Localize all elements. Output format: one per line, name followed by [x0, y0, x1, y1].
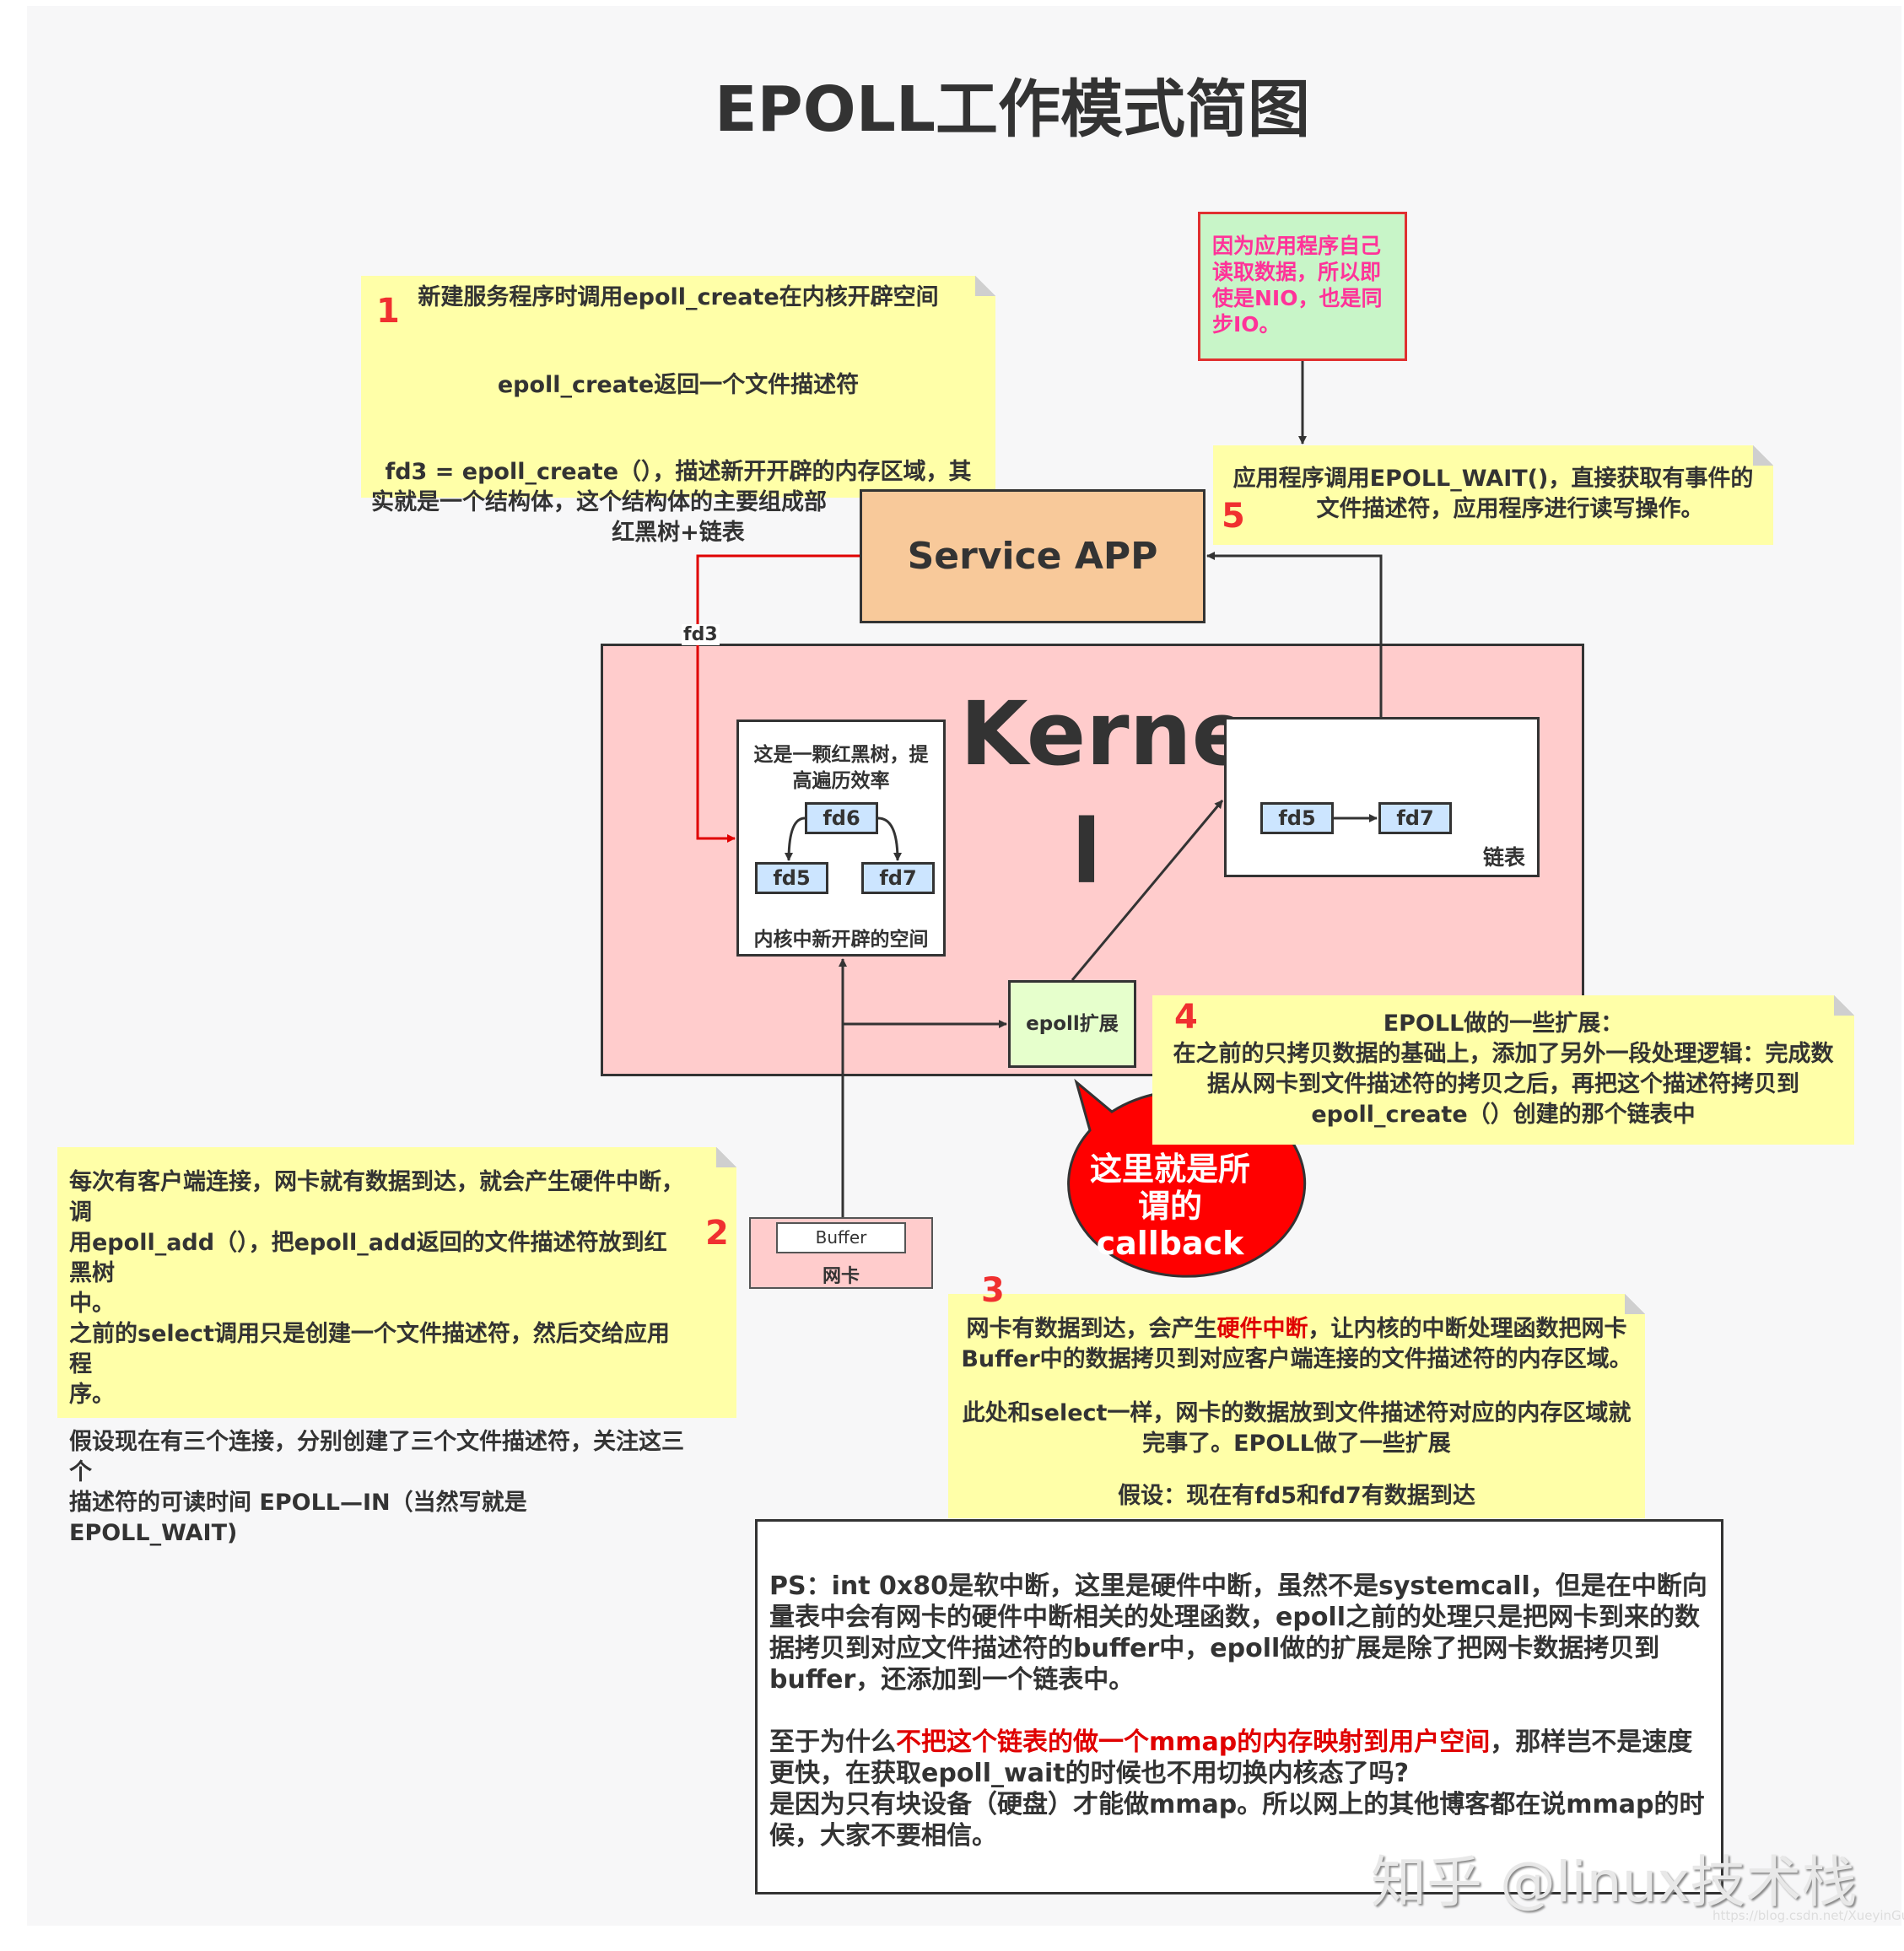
note-text: 实就是一个结构体，这个结构体的主要组成部 [371, 489, 827, 515]
page-title: EPOLL工作模式简图 [715, 73, 1310, 146]
callback-line: 这里就是所 [1089, 1151, 1250, 1188]
note-text: 据从网卡到文件描述符的拷贝之后，再把这个描述符拷贝到 [1207, 1071, 1799, 1097]
note-text: 网卡有数据到达，会产生硬件中断，让内核的中断处理函数把网卡 [948, 1314, 1645, 1345]
note-text: 此处和select一样，网卡的数据放到文件描述符对应的内存区域就 [962, 1400, 1632, 1426]
step-number: 2 [705, 1214, 729, 1253]
nic-box: Buffer 网卡 [749, 1217, 933, 1289]
note-text: 在之前的只拷贝数据的基础上，添加了另外一段处理逻辑：完成数 [1173, 1041, 1834, 1067]
service-app-box[interactable]: Service APP [860, 489, 1206, 623]
tree-node-fd7: fd7 [861, 862, 935, 894]
fd3-label: fd3 [682, 624, 720, 645]
fold-corner-icon [1625, 1294, 1645, 1314]
tree-caption-line: 这是一颗红黑树，提 [753, 744, 929, 766]
callback-line: 谓的 [1137, 1188, 1202, 1225]
callback-line: callback [1096, 1225, 1244, 1262]
note-text: epoll_create（）创建的那个链表中 [1311, 1102, 1696, 1128]
tree-edge-left [785, 817, 806, 861]
step-number: 4 [1174, 998, 1198, 1037]
arrow-fd3-red [696, 554, 860, 843]
fold-corner-icon [1834, 995, 1854, 1016]
note-3: 网卡有数据到达，会产生硬件中断，让内核的中断处理函数把网卡 Buffer中的数据… [948, 1294, 1645, 1518]
tree-caption: 这是一颗红黑树，提 高遍历效率 [739, 742, 943, 795]
note-text: 用epoll_add（），把epoll_add返回的文件描述符放到红黑树 [69, 1230, 667, 1286]
note-text: 红黑树+链表 [612, 520, 745, 546]
kernel-label-line: Kerne [960, 682, 1252, 785]
note-5: 5 应用程序调用EPOLL_WAIT()，直接获取有事件的 文件描述符，应用程序… [1213, 445, 1773, 545]
fold-corner-icon [1753, 445, 1773, 466]
kernel-label: Kerne l [960, 675, 1252, 911]
step-number: 5 [1222, 497, 1245, 536]
fold-corner-icon [975, 276, 995, 296]
note-text-part: ，让内核的中断处理函数把网卡 [1308, 1316, 1627, 1342]
note-1: 1 新建服务程序时调用epoll_create在内核开辟空间 epoll_cre… [361, 276, 995, 498]
kernel-label-line: l [1071, 800, 1102, 903]
note-text: 新建服务程序时调用epoll_create在内核开辟空间 [418, 284, 939, 310]
arrow-ext-to-list [1071, 800, 1224, 981]
highlight-text: 不把这个链表的做一个mmap的内存映射到用户空间 [896, 1727, 1491, 1757]
highlight-text: 硬件中断 [1216, 1316, 1308, 1342]
red-black-tree-box: 这是一颗红黑树，提 高遍历效率 内核中新开辟的空间 [736, 719, 946, 957]
tree-footer: 内核中新开辟的空间 [753, 929, 929, 951]
linked-list-box: 链表 [1224, 717, 1540, 877]
fold-corner-icon [716, 1147, 736, 1167]
buffer-box: Buffer [776, 1222, 906, 1253]
linked-list-label: 链表 [1482, 845, 1525, 870]
note-text: EPOLL做的一些扩展： [1383, 1011, 1624, 1037]
note-text: 假设：现在有fd5和fd7有数据到达 [1118, 1483, 1475, 1509]
step-number: 1 [376, 292, 400, 331]
note-text: 序。 [69, 1382, 115, 1408]
note-text: 文件描述符，应用程序进行读写操作。 [1316, 496, 1704, 522]
ps-box: PS：int 0x80是软中断，这里是硬件中断，虽然不是systemcall，但… [755, 1519, 1723, 1894]
list-node-fd5: fd5 [1260, 802, 1334, 834]
ps-text: ，那样岂不是速度更快，在获取epoll_wait的时候也不用切换内核态了吗? [769, 1727, 1693, 1788]
ps-paragraph: PS：int 0x80是软中断，这里是硬件中断，虽然不是systemcall，但… [769, 1571, 1707, 1695]
arrow-list-to-app [1206, 552, 1383, 717]
note-text: 之前的select调用只是创建一个文件描述符，然后交给应用程 [69, 1321, 670, 1377]
tree-node-fd5: fd5 [755, 862, 828, 894]
note-text-part: 网卡有数据到达，会产生 [966, 1316, 1217, 1342]
tree-caption-line: 高遍历效率 [792, 770, 890, 792]
note-text: epoll_create返回一个文件描述符 [497, 372, 860, 398]
tree-node-fd6: fd6 [805, 802, 878, 834]
ps-text: 至于为什么 [769, 1727, 896, 1757]
step-number: 3 [981, 1271, 1005, 1310]
note-text: Buffer中的数据拷贝到对应客户端连接的文件描述符的内存区域。 [961, 1346, 1632, 1372]
ps-paragraph: 是因为只有块设备（硬盘）才能做mmap。所以网上的其他博客都在说mmap的时候，… [769, 1790, 1705, 1851]
note-4: 4 EPOLL做的一些扩展： 在之前的只拷贝数据的基础上，添加了另外一段处理逻辑… [1152, 995, 1854, 1145]
note-text: 应用程序调用EPOLL_WAIT()，直接获取有事件的 [1232, 466, 1754, 492]
nic-label: 网卡 [822, 1266, 860, 1287]
note-2: 2 每次有客户端连接，网卡就有数据到达，就会产生硬件中断，调 用epoll_ad… [57, 1147, 736, 1546]
note-text: 每次有客户端连接，网卡就有数据到达，就会产生硬件中断，调 [69, 1169, 684, 1226]
sync-io-note: 因为应用程序自己读取数据，所以即使是NIO，也是同步IO。 [1198, 212, 1407, 361]
tree-edge-right [877, 817, 902, 861]
epoll-extension-box: epoll扩展 [1008, 980, 1136, 1068]
note-text: 假设现在有三个连接，分别创建了三个文件描述符，关注这三个 [69, 1429, 684, 1485]
note-text: 描述符的可读时间 EPOLL—IN（当然写就是EPOLL_WAIT) [69, 1490, 527, 1546]
note-text: 完事了。EPOLL做了一些扩展 [1142, 1431, 1451, 1457]
ps-paragraph: 至于为什么不把这个链表的做一个mmap的内存映射到用户空间，那样岂不是速度更快，… [769, 1727, 1709, 1789]
source-url: https://blog.csdn.net/XueyinGuo [1713, 1908, 1904, 1923]
watermark: 知乎 @linux技术栈 [1371, 1850, 1858, 1915]
note-text: 中。 [69, 1291, 115, 1317]
list-node-fd7: fd7 [1378, 802, 1452, 834]
note-text: fd3 = epoll_create（），描述新开开辟的内存区域，其 [385, 459, 972, 485]
callback-label: 这里就是所 谓的 callback [1065, 1151, 1276, 1262]
